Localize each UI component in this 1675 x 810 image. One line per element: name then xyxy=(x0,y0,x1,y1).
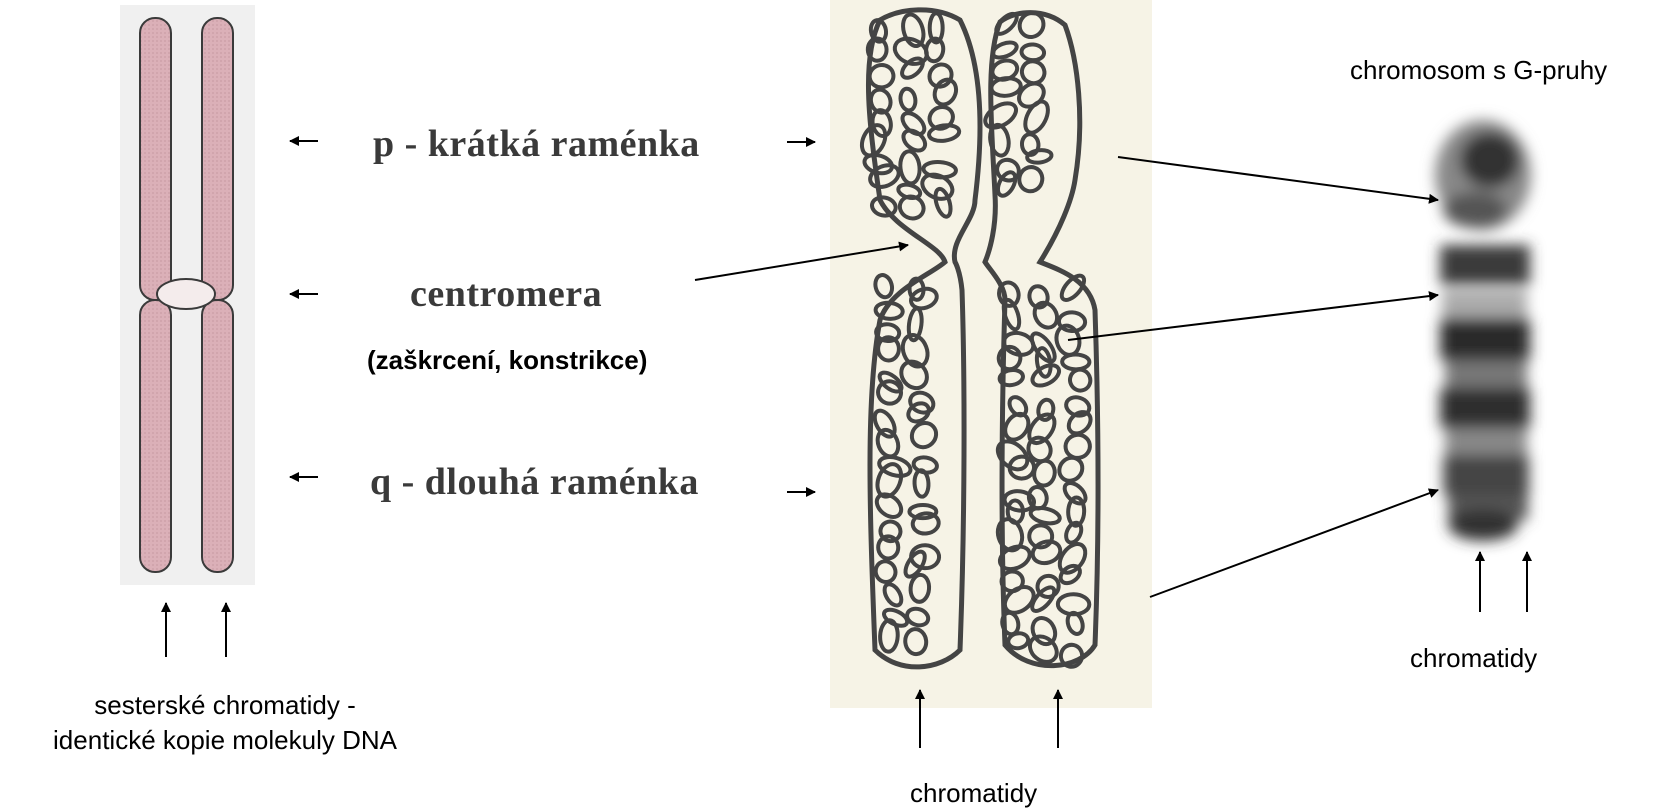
chromatid-lower-left xyxy=(140,300,171,572)
sister-chromatids-line2: identické kopie molekuly DNA xyxy=(10,725,440,756)
centromere-note: (zaškrcení, konstrikce) xyxy=(367,345,647,376)
right-chromatids-label: chromatidy xyxy=(1410,643,1537,674)
q-arm-label: q - dlouhá raménka xyxy=(370,460,699,504)
gband-title: chromosom s G-pruhy xyxy=(1350,55,1607,86)
right-pointer-arrows xyxy=(787,142,815,492)
sister-chromatids-line1: sesterské chromatidy - xyxy=(10,690,440,721)
chromatid-upper-left xyxy=(140,18,171,300)
left-pointer-arrows xyxy=(290,141,318,477)
centromere-ellipse xyxy=(157,279,215,309)
p-arm-label: p - krátká raménka xyxy=(373,122,700,166)
centromere-label: centromera xyxy=(410,272,602,316)
schematic-chromosome xyxy=(120,5,255,657)
chromatid-upper-right xyxy=(202,18,233,300)
chromatid-lower-right xyxy=(202,300,233,572)
g-banded-chromosome xyxy=(1435,120,1531,612)
coiled-chromosome-drawing xyxy=(830,0,1152,748)
sister-chromatids-label: sesterské chromatidy - identické kopie m… xyxy=(10,690,440,756)
middle-chromatids-label: chromatidy xyxy=(910,778,1037,809)
